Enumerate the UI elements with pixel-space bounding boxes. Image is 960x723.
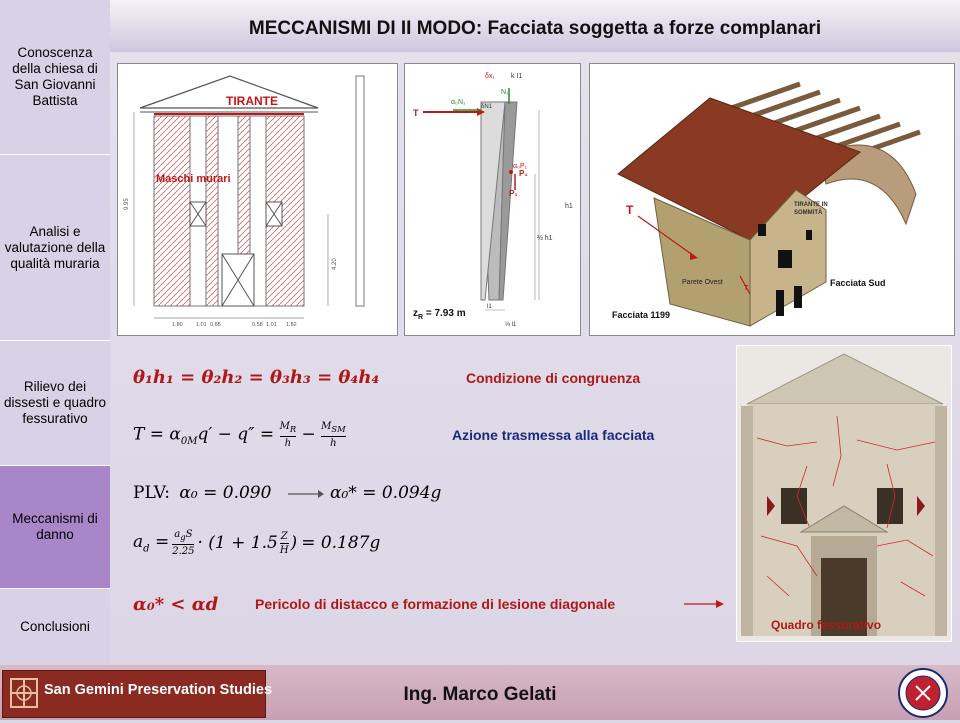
facade-elevation-drawing: TIRANTE Maschi murari 9.95 4.20 1.80 1.0… bbox=[124, 75, 365, 328]
seal-icon bbox=[898, 668, 948, 718]
congruence-note: Condizione di congruenza bbox=[466, 370, 641, 386]
author-name: Ing. Marco Gelati bbox=[403, 684, 557, 705]
arrow-icon bbox=[288, 490, 324, 498]
a0star-value: α₀* = 0.094g bbox=[330, 483, 442, 503]
arrow-icon bbox=[684, 600, 724, 608]
conclusion-equation: α₀* < αd bbox=[133, 594, 219, 615]
org-logo bbox=[2, 670, 266, 718]
azione-note: Azione trasmessa alla facciata bbox=[452, 427, 655, 443]
N-label: N₁ bbox=[501, 89, 509, 96]
sidebar-item-label: Meccanismi di danno bbox=[12, 511, 98, 542]
sidebar-item-conoscenza[interactable]: Conoscenza della chiesa di San Giovanni … bbox=[0, 0, 110, 155]
sidebar-item-analisi[interactable]: Analisi e valutazione della qualità mura… bbox=[0, 155, 110, 341]
knot-logo-icon bbox=[10, 678, 38, 708]
alpha-P-label: α₀P₁ bbox=[513, 163, 528, 170]
delta-x-label: δx₁ bbox=[485, 73, 495, 80]
page-title: MECCANISMI DI II MODO: Facciata soggetta… bbox=[248, 18, 822, 39]
sidebar-item-label: Analisi e valutazione della qualità mura… bbox=[4, 223, 106, 271]
sidebar-item-meccanismi[interactable]: Meccanismi di danno bbox=[0, 466, 110, 589]
facade-elevation-panel: TIRANTE Maschi murari 9.95 4.20 1.80 1.0… bbox=[117, 63, 398, 336]
h1-two-thirds-label: ⅔ h1 bbox=[537, 235, 553, 242]
tirante-label: TIRANTE bbox=[226, 94, 278, 108]
force-T-label: T bbox=[413, 108, 419, 118]
l1-label: l1 bbox=[487, 304, 492, 310]
sidebar-item-conclusioni[interactable]: Conclusioni bbox=[0, 589, 110, 665]
parete-ovest-label: Parete Ovest bbox=[682, 279, 723, 286]
l1-third-label: ⅓ l1 bbox=[505, 322, 517, 328]
sidebar-item-label: Conoscenza della chiesa di San Giovanni … bbox=[12, 45, 98, 108]
P1-label: P₁ bbox=[509, 189, 518, 198]
P1-label: P₁ bbox=[519, 169, 528, 178]
mechanism-diagram-panel: T δx₁ k I1 α₀N₁ N₁ δN1 α₀P₁ P₁ P₁ h1 ⅔ h… bbox=[404, 63, 581, 336]
facade-photo-drawing: Quadro fessurativo bbox=[737, 346, 951, 641]
conclusion-note: Pericolo di distacco e formazione di les… bbox=[255, 596, 616, 612]
sidebar: Conoscenza della chiesa di San Giovanni … bbox=[0, 0, 110, 665]
dim-bottom: 1.01 bbox=[266, 322, 277, 328]
dim-bottom: 0.58 bbox=[252, 322, 263, 328]
header bbox=[110, 0, 960, 52]
alpha-N-label: α₀N₁ bbox=[451, 99, 466, 106]
facciata-1199-label: Facciata 1199 bbox=[612, 310, 670, 320]
maschi-label: Maschi murari bbox=[156, 173, 231, 185]
university-seal bbox=[898, 668, 948, 718]
plv-equation: PLV: α₀ = 0.090 bbox=[133, 483, 272, 503]
photo-caption: Quadro fessurativo bbox=[771, 618, 881, 632]
sidebar-item-label: Rilievo dei dissesti e quadro fessurativ… bbox=[3, 379, 107, 426]
h1-label: h1 bbox=[565, 203, 573, 210]
dim-height: 9.95 bbox=[124, 198, 130, 210]
sidebar-item-rilievo[interactable]: Rilievo dei dissesti e quadro fessurativ… bbox=[0, 341, 110, 466]
mechanism-diagram: T δx₁ k I1 α₀N₁ N₁ δN1 α₀P₁ P₁ P₁ h1 ⅔ h… bbox=[413, 73, 573, 328]
force-T-label: T bbox=[744, 285, 749, 292]
dim-bottom: 0.65 bbox=[210, 322, 221, 328]
facade-photo: Quadro fessurativo bbox=[736, 345, 952, 642]
zr-label: zR = 7.93 m bbox=[413, 308, 466, 321]
dim-bottom: 1.01 bbox=[196, 322, 207, 328]
facciata-sud-label: Facciata Sud bbox=[830, 278, 886, 288]
force-T-label: T bbox=[626, 203, 634, 217]
dim-bottom: 1.80 bbox=[172, 322, 183, 328]
delta-N-label: δN1 bbox=[481, 104, 493, 110]
dim-bottom: 1.82 bbox=[286, 322, 297, 328]
k-label: k I1 bbox=[511, 73, 522, 80]
congruence-equation: θ₁h₁ = θ₂h₂ = θ₃h₃ = θ₄h₄ bbox=[133, 367, 380, 388]
sidebar-item-label: Conclusioni bbox=[20, 619, 90, 634]
dim-right: 4.20 bbox=[332, 258, 338, 270]
org-name: San Gemini Preservation Studies bbox=[44, 682, 273, 698]
